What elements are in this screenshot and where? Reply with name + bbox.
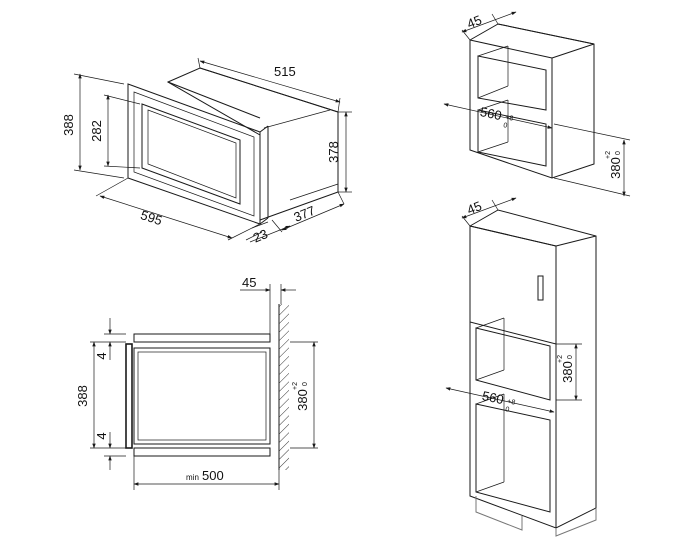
tol-380-upper-plus: +2 <box>605 151 612 159</box>
top-shelf <box>133 333 271 343</box>
dim-frame-thickness: 23 <box>245 221 291 245</box>
tol-380-side-zero: 0 <box>302 382 309 386</box>
label-45-upper: 45 <box>465 12 484 31</box>
dim-upper-niche-height: 380 +2 0 <box>553 123 631 197</box>
tol-380-side-plus: +2 <box>292 382 299 390</box>
dim-side-niche-height: 380 +2 0 <box>290 341 318 449</box>
dim-upper-width: 560 +8 0 <box>443 103 553 130</box>
label-45-tall: 45 <box>465 198 484 217</box>
label-388-side: 388 <box>75 385 90 407</box>
label-560-upper: 560 <box>479 104 503 123</box>
iso-oven-view: 388 282 515 378 595 <box>61 57 352 245</box>
dim-total-depth: 515 <box>197 57 341 113</box>
label-23: 23 <box>251 226 270 245</box>
tall-cabinet-view: 45 560 +8 0 380 +2 0 <box>445 197 597 537</box>
dim-side-gap-top: 4 <box>94 318 126 360</box>
side-section-view: 45 388 4 4 380 +2 0 <box>75 275 318 490</box>
oven-front-frame <box>127 83 269 225</box>
label-595: 595 <box>139 207 164 228</box>
label-4-top: 4 <box>94 352 109 359</box>
oven-body-side <box>133 347 271 445</box>
dim-upper-depth: 45 <box>461 11 517 41</box>
dim-tall-depth: 45 <box>461 197 517 227</box>
dim-oven-height: 388 <box>61 73 125 179</box>
tol-560-tall-plus: +8 <box>507 398 516 407</box>
door-handle <box>537 275 544 301</box>
dim-side-height: 388 <box>75 341 126 449</box>
tol-560-tall-zero: 0 <box>505 406 510 414</box>
label-282-iso: 282 <box>89 120 104 142</box>
label-380-tall: 380 <box>560 361 575 383</box>
tol-380-tall-plus: +2 <box>557 355 564 363</box>
label-500: 500 <box>202 468 224 483</box>
dim-door-height: 282 <box>89 94 141 169</box>
label-4-bottom: 4 <box>94 432 109 439</box>
tol-380-upper-zero: 0 <box>615 151 622 155</box>
dim-side-gap-bottom: 4 <box>94 432 126 470</box>
label-380-upper: 380 <box>608 157 623 179</box>
wall-hatch <box>279 304 289 470</box>
label-378: 378 <box>326 141 341 163</box>
oven-front-panel <box>125 343 133 449</box>
dim-tall-width: 560 +8 0 <box>445 387 555 414</box>
tol-560-upper-plus: +8 <box>505 114 514 123</box>
label-560-tall: 560 <box>481 388 505 407</box>
upper-cabinet-view: 45 560 +8 0 380 +2 0 <box>443 11 631 197</box>
label-45-side: 45 <box>242 275 256 290</box>
label-377: 377 <box>291 203 317 225</box>
tol-380-tall-zero: 0 <box>567 355 574 359</box>
label-388-iso: 388 <box>61 114 76 136</box>
dim-body-height: 378 <box>326 111 352 193</box>
bottom-shelf <box>133 447 271 457</box>
dim-side-depth: min 500 <box>133 456 280 490</box>
label-380-side: 380 <box>295 389 310 411</box>
label-515: 515 <box>274 64 296 79</box>
dim-side-top-offset: 45 <box>240 275 296 334</box>
dim-tall-niche-height: 380 +2 0 <box>556 343 582 401</box>
label-min: min <box>186 473 199 482</box>
tol-560-upper-zero: 0 <box>503 122 508 130</box>
oven-body <box>166 67 339 221</box>
